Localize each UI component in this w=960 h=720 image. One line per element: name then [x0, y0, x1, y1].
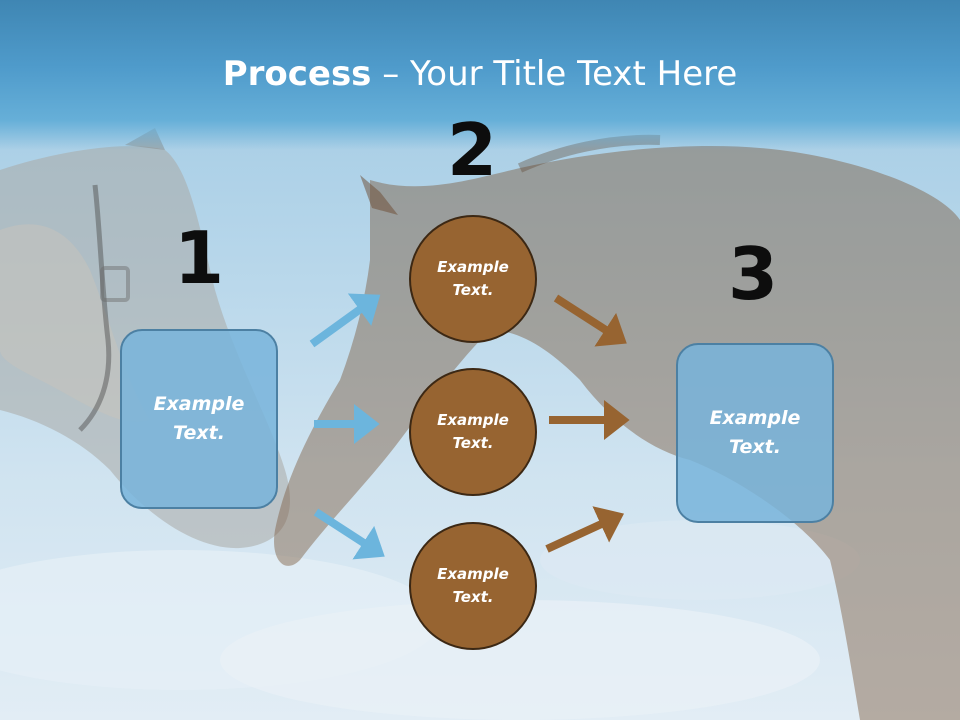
step-2-circle-middle-text: Example Text.	[437, 411, 509, 452]
step-2-circle-middle: Example Text.	[409, 368, 537, 496]
step-3-text: Example Text.	[709, 407, 801, 458]
step-2-circle-top: Example Text.	[409, 215, 537, 343]
step-2-circle-bottom-text: Example Text.	[437, 565, 509, 606]
step-3-number: 3	[727, 232, 779, 316]
step-2-circle-bottom: Example Text.	[409, 522, 537, 650]
arrow-2-top-to-3	[553, 294, 627, 347]
step-2-number: 2	[446, 108, 498, 192]
title-bar	[0, 0, 960, 150]
arrow-2-bottom-to-3	[545, 506, 624, 553]
arrow-1-to-2-top	[309, 293, 381, 348]
step-1-box: Example Text.	[120, 329, 278, 509]
slide-title: Process – Your Title Text Here	[0, 52, 960, 96]
step-2-circle-top-text: Example Text.	[437, 258, 509, 299]
step-3-box: Example Text.	[676, 343, 834, 523]
arrow-1-to-2-bottom	[313, 508, 385, 560]
step-1-number: 1	[173, 216, 225, 300]
title-bold-text: Process	[222, 54, 372, 94]
title-rest-text: – Your Title Text Here	[371, 54, 738, 94]
step-1-text: Example Text.	[153, 393, 245, 444]
